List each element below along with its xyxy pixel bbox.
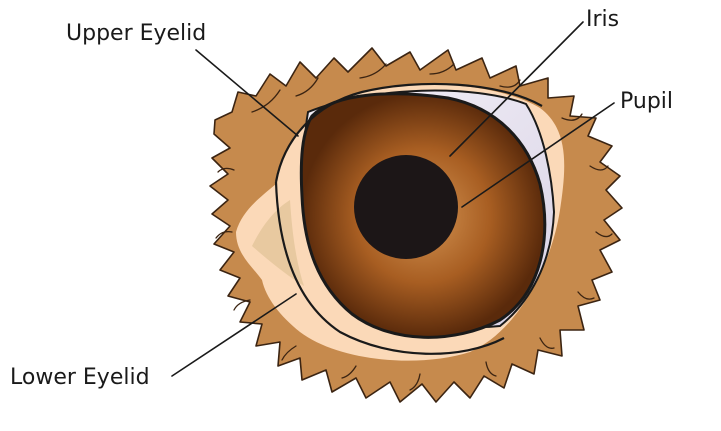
- label-upper-eyelid: Upper Eyelid: [66, 21, 206, 46]
- label-pupil: Pupil: [620, 89, 673, 114]
- label-iris: Iris: [586, 7, 619, 32]
- label-lower-eyelid: Lower Eyelid: [10, 365, 150, 390]
- pupil: [354, 155, 458, 259]
